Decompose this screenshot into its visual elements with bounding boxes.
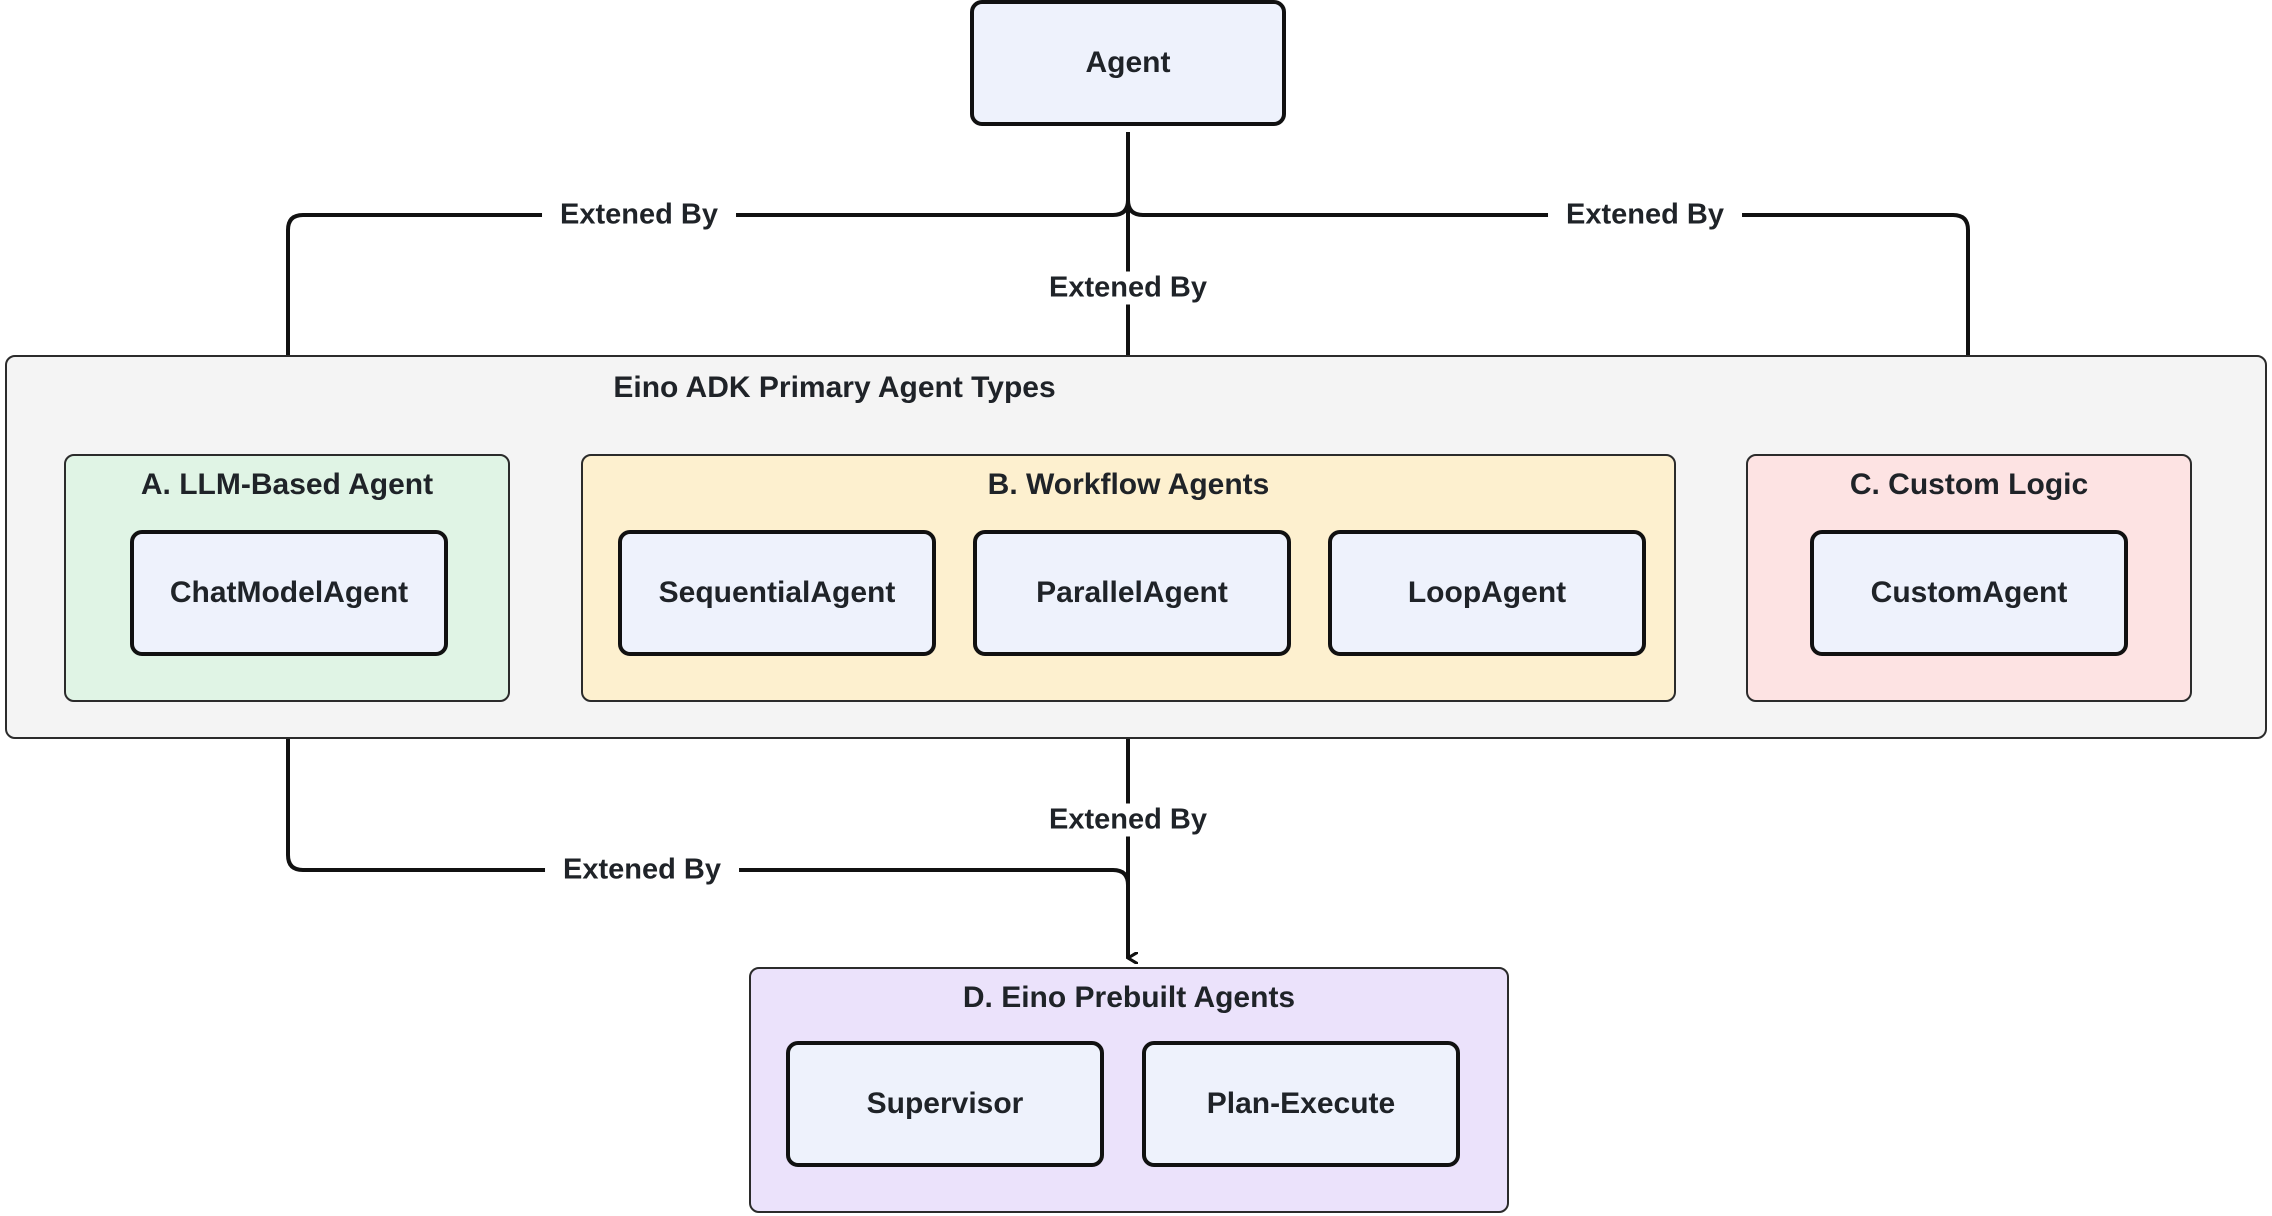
group-custom-logic: C. Custom Logic CustomAgent — [1746, 454, 2192, 702]
edge-a-to-d — [286, 706, 1128, 958]
loopagent-label: LoopAgent — [1407, 576, 1567, 609]
plan-execute-node[interactable]: Plan-Execute — [1142, 1041, 1460, 1167]
group-a-title: A. LLM-Based Agent — [140, 468, 434, 501]
supervisor-label: Supervisor — [866, 1087, 1024, 1120]
group-b-title: B. Workflow Agents — [987, 468, 1270, 501]
customagent-node[interactable]: CustomAgent — [1810, 530, 2128, 656]
group-llm-based-agent: A. LLM-Based Agent ChatModelAgent — [64, 454, 510, 702]
supervisor-node[interactable]: Supervisor — [786, 1041, 1104, 1167]
group-d-title: D. Eino Prebuilt Agents — [962, 981, 1296, 1014]
loopagent-node[interactable]: LoopAgent — [1328, 530, 1646, 656]
agent-node-label: Agent — [1085, 46, 1171, 79]
sequentialagent-node[interactable]: SequentialAgent — [618, 530, 936, 656]
chatmodelagent-label: ChatModelAgent — [169, 576, 409, 609]
container-title: Eino ADK Primary Agent Types — [613, 371, 1056, 404]
agent-node[interactable]: Agent — [970, 0, 1286, 126]
chatmodelagent-node[interactable]: ChatModelAgent — [130, 530, 448, 656]
parallelagent-node[interactable]: ParallelAgent — [973, 530, 1291, 656]
edge-agent-to-c — [1126, 132, 1968, 446]
parallelagent-label: ParallelAgent — [1036, 576, 1228, 609]
edge-label-a-to-d: Extened By — [545, 853, 739, 887]
group-workflow-agents: B. Workflow Agents SequentialAgent Paral… — [581, 454, 1676, 702]
edge-label-b-to-d: Extened By — [1031, 803, 1225, 837]
edge-label-agent-to-a: Extened By — [542, 198, 736, 232]
plan-execute-label: Plan-Execute — [1206, 1087, 1396, 1120]
group-eino-prebuilt-agents: D. Eino Prebuilt Agents Supervisor Plan-… — [749, 967, 1509, 1213]
edge-label-agent-to-c: Extened By — [1548, 198, 1742, 232]
sequentialagent-label: SequentialAgent — [658, 576, 896, 609]
customagent-label: CustomAgent — [1870, 576, 2068, 609]
group-c-title: C. Custom Logic — [1849, 468, 2089, 501]
edge-label-agent-to-b: Extened By — [1031, 271, 1225, 305]
